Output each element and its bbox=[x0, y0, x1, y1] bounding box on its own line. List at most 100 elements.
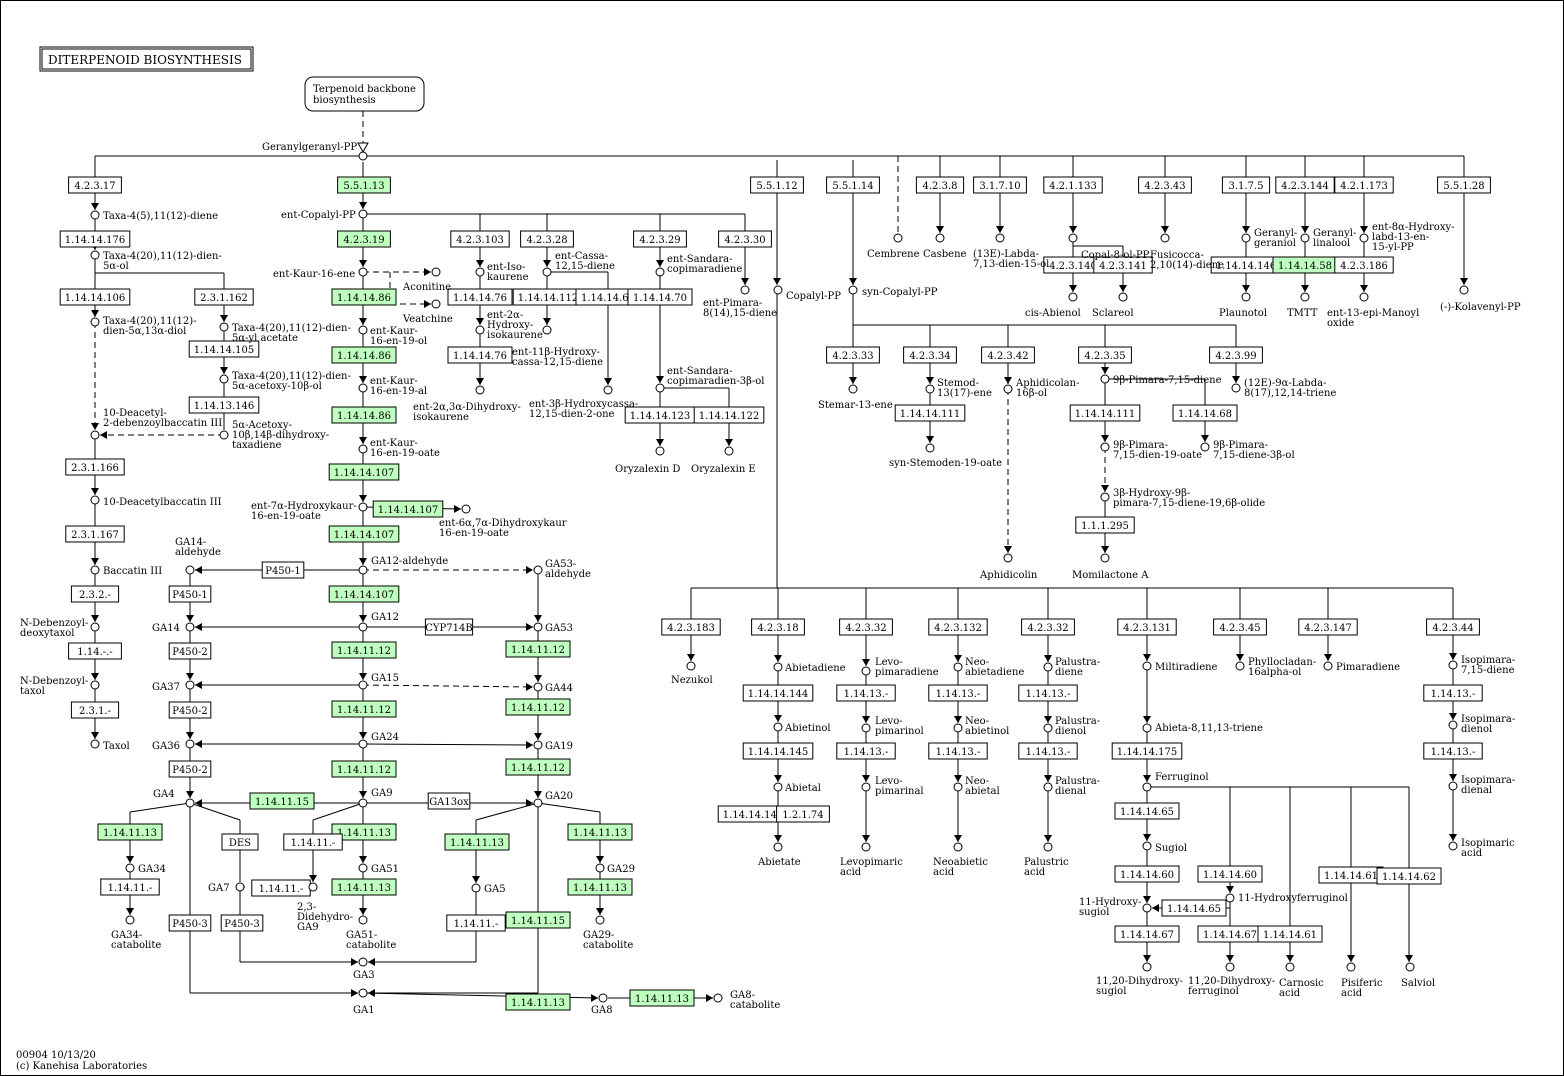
enzyme-box-frame[interactable] bbox=[776, 805, 830, 823]
enzyme-box-frame[interactable] bbox=[567, 878, 633, 896]
enzyme-box[interactable]: P450-1 bbox=[261, 561, 305, 579]
enzyme-box[interactable]: 1.14.14.67 bbox=[1114, 925, 1180, 943]
enzyme-box-frame[interactable] bbox=[283, 833, 343, 851]
enzyme-label[interactable]: CYP714B bbox=[425, 623, 472, 634]
compound-node[interactable] bbox=[1285, 962, 1295, 972]
enzyme-box[interactable]: 2.3.1.- bbox=[70, 701, 120, 719]
compound-node[interactable] bbox=[475, 267, 485, 277]
enzyme-box[interactable]: 1.14.14.60 bbox=[1197, 865, 1263, 883]
enzyme-box-frame[interactable] bbox=[59, 230, 131, 248]
compound-nodes[interactable] bbox=[90, 151, 1469, 1003]
enzyme-box-frame[interactable] bbox=[59, 288, 131, 306]
enzyme-box[interactable]: 1.14.14.86 bbox=[331, 288, 397, 306]
compound-node[interactable] bbox=[1043, 723, 1053, 733]
enzyme-box-frame[interactable] bbox=[894, 404, 966, 422]
enzyme-label[interactable]: 4.2.3.186 bbox=[1340, 261, 1388, 272]
enzyme-label[interactable]: 1.14.11.13 bbox=[103, 828, 157, 839]
enzyme-box[interactable]: 1.14.13.- bbox=[1018, 742, 1078, 760]
enzyme-box[interactable]: 1.14.14.112 bbox=[512, 288, 584, 306]
enzyme-box-frame[interactable] bbox=[1093, 256, 1153, 274]
enzyme-box[interactable]: 1.14.14.70 bbox=[627, 288, 693, 306]
enzyme-box-frame[interactable] bbox=[1213, 618, 1267, 636]
compound-node[interactable] bbox=[1241, 292, 1251, 302]
enzyme-label[interactable]: 1.14.14.106 bbox=[65, 293, 125, 304]
compound-node[interactable] bbox=[1043, 842, 1053, 852]
compound-node[interactable] bbox=[1448, 720, 1458, 730]
enzyme-box[interactable]: 1.14.11.15 bbox=[249, 792, 315, 810]
compound-node[interactable] bbox=[185, 680, 195, 690]
enzyme-label[interactable]: P450-1 bbox=[265, 566, 301, 577]
enzyme-box[interactable]: 1.14.14.67 bbox=[1197, 925, 1263, 943]
compound-node[interactable] bbox=[219, 374, 229, 384]
enzyme-label[interactable]: 1.14.11.12 bbox=[337, 646, 391, 657]
compound-node[interactable] bbox=[724, 446, 734, 456]
enzyme-box-frame[interactable] bbox=[1334, 256, 1394, 274]
enzyme-label[interactable]: 4.2.3.30 bbox=[724, 235, 765, 246]
enzyme-box-frame[interactable] bbox=[331, 823, 397, 841]
compound-node[interactable] bbox=[1100, 442, 1110, 452]
compound-node[interactable] bbox=[1225, 962, 1235, 972]
enzyme-box[interactable]: 1.14.11.13 bbox=[629, 989, 695, 1007]
enzyme-label[interactable]: 4.2.3.29 bbox=[639, 235, 680, 246]
enzyme-box[interactable]: 1.14.11.13 bbox=[331, 878, 397, 896]
enzyme-box[interactable]: 1.14.14.145 bbox=[742, 742, 814, 760]
enzyme-box[interactable]: P450-2 bbox=[168, 760, 212, 778]
enzyme-box-frame[interactable] bbox=[68, 176, 122, 194]
enzyme-box-frame[interactable] bbox=[742, 742, 814, 760]
enzyme-box[interactable]: 1.14.11.15 bbox=[505, 911, 571, 929]
compound-node[interactable] bbox=[475, 385, 485, 395]
compound-node[interactable] bbox=[358, 680, 368, 690]
enzyme-box-frame[interactable] bbox=[444, 833, 510, 851]
enzyme-box-frame[interactable] bbox=[661, 618, 721, 636]
enzyme-box[interactable]: 1.14.13.- bbox=[928, 684, 988, 702]
compound-node[interactable] bbox=[655, 267, 665, 277]
enzyme-box-frame[interactable] bbox=[627, 288, 693, 306]
compound-node[interactable] bbox=[1003, 384, 1013, 394]
enzyme-label[interactable]: 1.14.14.146 bbox=[1216, 261, 1276, 272]
enzyme-box-frame[interactable] bbox=[1114, 925, 1180, 943]
compound-node[interactable] bbox=[90, 430, 100, 440]
enzyme-label[interactable]: 1.14.13.- bbox=[844, 747, 889, 758]
enzyme-label[interactable]: 1.14.14.69 bbox=[581, 293, 635, 304]
compound-node[interactable] bbox=[358, 325, 368, 335]
compound-node[interactable] bbox=[1142, 903, 1152, 913]
compound-node[interactable] bbox=[953, 662, 963, 672]
enzyme-box-frame[interactable] bbox=[249, 792, 315, 810]
enzyme-label[interactable]: 5.5.1.13 bbox=[343, 181, 384, 192]
enzyme-box[interactable]: 5.5.1.14 bbox=[826, 176, 880, 194]
enzyme-label[interactable]: 5.5.1.12 bbox=[756, 181, 797, 192]
compound-node[interactable] bbox=[595, 863, 605, 873]
enzyme-label[interactable]: 4.2.3.132 bbox=[934, 623, 982, 634]
enzyme-box[interactable]: 4.2.3.33 bbox=[826, 346, 880, 364]
enzyme-box[interactable]: 1.14.14.86 bbox=[331, 406, 397, 424]
enzyme-label[interactable]: 1.14.11.15 bbox=[255, 797, 309, 808]
enzyme-label[interactable]: 1.14.11.- bbox=[454, 919, 499, 930]
compound-node[interactable] bbox=[533, 622, 543, 632]
enzyme-label[interactable]: 4.2.3.32 bbox=[1027, 623, 1068, 634]
compound-node[interactable] bbox=[358, 209, 368, 219]
enzyme-box[interactable]: 3.1.7.10 bbox=[973, 176, 1027, 194]
compound-node[interactable] bbox=[90, 680, 100, 690]
enzyme-box[interactable]: 1.14.14.144 bbox=[742, 684, 814, 702]
compound-node[interactable] bbox=[1225, 893, 1235, 903]
enzyme-label[interactable]: 1.14.11.13 bbox=[573, 828, 627, 839]
enzyme-box-frame[interactable] bbox=[520, 230, 574, 248]
enzyme-box-frame[interactable] bbox=[328, 585, 400, 603]
enzyme-box-frame[interactable] bbox=[1161, 899, 1227, 917]
enzyme-box-frame[interactable] bbox=[221, 833, 259, 851]
enzyme-box-frame[interactable] bbox=[1221, 176, 1271, 194]
compound-node[interactable] bbox=[603, 385, 613, 395]
enzyme-box[interactable]: 1.14.13.- bbox=[1423, 684, 1483, 702]
compound-node[interactable] bbox=[1118, 292, 1128, 302]
compound-node[interactable] bbox=[1200, 442, 1210, 452]
enzyme-box-frame[interactable] bbox=[261, 561, 305, 579]
compound-node[interactable] bbox=[1346, 962, 1356, 972]
compound-node[interactable] bbox=[90, 622, 100, 632]
enzyme-box[interactable]: 3.1.7.5 bbox=[1221, 176, 1271, 194]
compound-node[interactable] bbox=[1100, 553, 1110, 563]
enzyme-box[interactable]: 1.14.11.13 bbox=[97, 823, 163, 841]
enzyme-box[interactable]: 2.3.1.166 bbox=[65, 458, 125, 476]
compound-node[interactable] bbox=[90, 739, 100, 749]
enzyme-box[interactable]: 4.2.3.103 bbox=[450, 230, 510, 248]
